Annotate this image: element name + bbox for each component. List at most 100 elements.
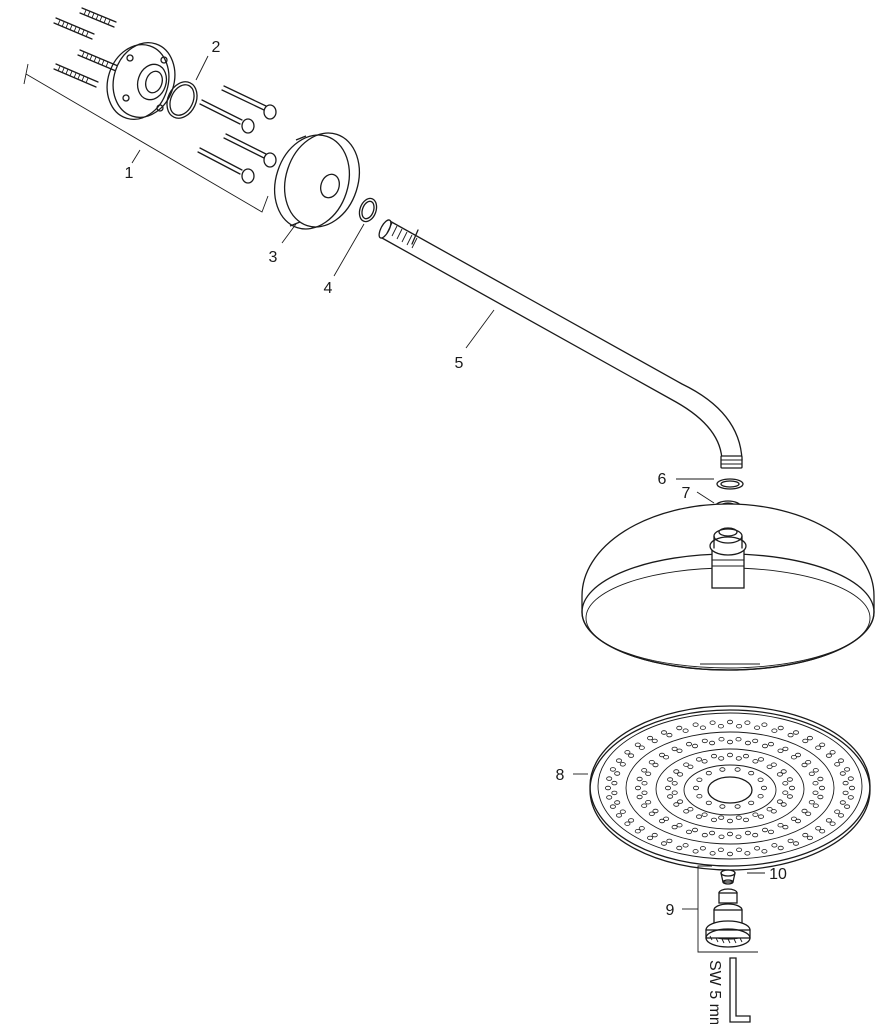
nozzle-hole: [758, 757, 765, 762]
nozzle-hole: [645, 771, 652, 776]
nozzle-hole: [666, 838, 673, 844]
callout-1-leader: [131, 149, 141, 164]
nozzle-hole: [611, 790, 618, 796]
nozzle-hole: [614, 771, 621, 776]
part-3-wall-rosette: [274, 132, 360, 244]
nozzle-hole: [687, 764, 694, 769]
nozzle-hole: [776, 772, 783, 777]
nozzle-hole: [696, 757, 703, 762]
nozzle-hole: [705, 800, 712, 806]
nozzle-hole: [719, 767, 726, 772]
callout-3-label: 3: [269, 249, 278, 266]
nozzle-hole: [735, 815, 742, 820]
nozzle-hole: [651, 738, 658, 744]
nozzle-hole: [748, 770, 755, 776]
nozzle-hole: [616, 758, 623, 763]
nozzle-hole: [744, 740, 751, 746]
nozzle-hole: [699, 846, 706, 851]
nozzle-hole: [752, 812, 759, 817]
wood-screw: [197, 147, 255, 184]
nozzle-hole: [614, 800, 621, 805]
nozzle-hole: [787, 732, 794, 738]
nozzle-hole: [692, 849, 699, 854]
nozzle-hole: [844, 804, 851, 809]
nozzle-hole: [757, 794, 764, 799]
nozzle-hole: [839, 771, 846, 776]
nozzle-hole: [761, 849, 768, 854]
nozzle-hole: [743, 753, 750, 759]
nozzle-hole: [701, 812, 708, 817]
tool-size-label: SW 5 mm: [706, 960, 723, 1024]
nozzle-hole: [762, 743, 769, 749]
callout-6-label: 6: [658, 471, 667, 488]
nozzle-hole: [805, 811, 812, 816]
nozzle-hole: [793, 730, 800, 735]
nozzle-hole: [709, 740, 716, 746]
part-2-o-ring: [166, 55, 209, 119]
nozzle-hole: [628, 753, 635, 758]
nozzle-hole: [635, 785, 642, 791]
nozzle-hole: [752, 738, 759, 744]
nozzle-hole: [686, 741, 693, 747]
nozzle-hole: [771, 728, 778, 733]
nozzle-hole: [619, 809, 626, 814]
nozzle-hole: [719, 804, 726, 809]
nozzle-hole: [806, 835, 813, 841]
nozzle-hole: [666, 732, 673, 738]
nozzle-hole: [838, 758, 845, 763]
callout-7-leader: [696, 491, 715, 504]
nozzle-hole: [641, 803, 648, 808]
nozzle-hole: [641, 781, 648, 786]
nozzle-hole: [782, 790, 789, 795]
nozzle-hole: [812, 781, 819, 786]
part-6-o-ring: [676, 478, 744, 490]
nozzle-hole: [802, 832, 809, 838]
nozzle-hole: [839, 800, 846, 805]
nozzle-hole: [834, 762, 841, 767]
nozzle-hole: [808, 800, 815, 805]
nozzle-hole: [686, 829, 693, 835]
callout-5-leader: [465, 309, 495, 349]
nozzle-hole: [634, 742, 641, 747]
nozzle-hole: [638, 745, 645, 750]
nozzle-hole: [847, 795, 854, 800]
nozzle-hole: [676, 823, 683, 828]
nozzle-hole: [718, 834, 725, 839]
nozzle-hole: [636, 794, 643, 800]
nozzle-hole: [648, 811, 655, 816]
nozzle-hole: [709, 720, 716, 725]
nozzle-hole: [777, 725, 784, 731]
nozzle-hole: [677, 772, 684, 777]
callout-4-leader: [333, 223, 365, 277]
wood-screw: [199, 99, 255, 134]
nozzle-hole: [676, 725, 683, 731]
nozzle-hole: [619, 762, 626, 767]
nozzle-hole: [634, 829, 641, 834]
nozzle-hole: [806, 735, 813, 741]
nozzle-hole: [819, 742, 826, 747]
nozzle-hole: [768, 741, 775, 747]
nozzle-hole: [757, 777, 764, 782]
nozzle-hole: [727, 818, 734, 824]
nozzle-hole: [636, 776, 643, 782]
nozzle-hole: [795, 752, 802, 758]
nozzle-hole: [659, 752, 666, 758]
nozzle-hole: [819, 829, 826, 834]
nozzle-hole: [786, 794, 793, 799]
nozzle-hole: [790, 755, 797, 760]
nozzle-hole: [652, 808, 659, 814]
nozzle-hole: [661, 841, 668, 846]
mounting-flange: [106, 42, 176, 120]
nozzle-hole: [671, 824, 678, 830]
nozzle-hole: [752, 759, 759, 764]
nozzle-hole: [671, 781, 678, 786]
nozzle-hole: [718, 815, 725, 820]
nozzle-hole: [683, 762, 690, 767]
nozzle-hole: [648, 760, 655, 765]
threaded-bolt: [53, 17, 95, 40]
threaded-bolt: [79, 7, 117, 28]
nozzle-hole: [801, 808, 808, 814]
nozzle-hole: [817, 794, 824, 800]
nozzle-hole: [829, 750, 836, 755]
nozzle-hole: [663, 816, 670, 821]
